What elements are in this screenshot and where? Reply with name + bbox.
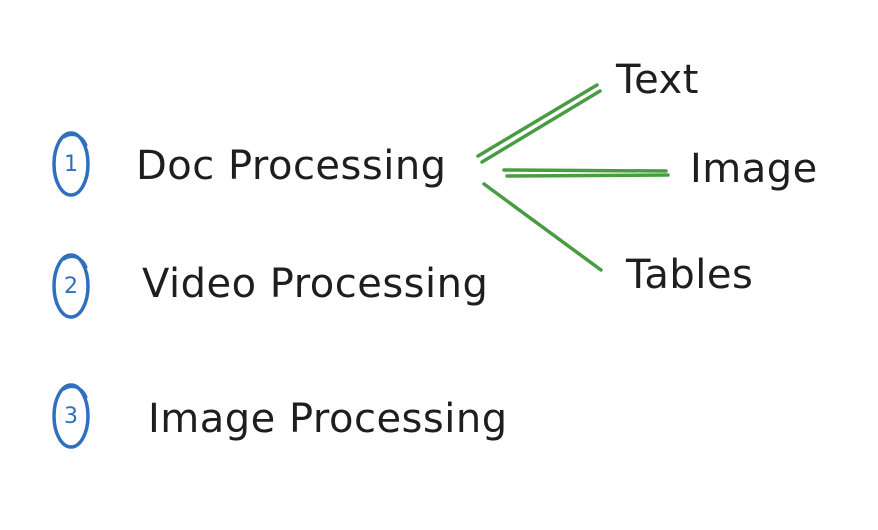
connector-to-image: [502, 168, 670, 178]
item-1-number: 1: [64, 151, 78, 177]
circle-icon: [52, 131, 90, 197]
item-2-number-badge: 2: [50, 253, 92, 319]
item-doc-processing: Doc Processing: [136, 143, 447, 189]
circle-icon: [52, 253, 90, 319]
circle-icon: [52, 383, 90, 449]
branch-tables: Tables: [626, 252, 754, 298]
connector-to-text: [476, 83, 602, 164]
branch-text: Text: [616, 57, 699, 103]
item-image-processing: Image Processing: [148, 396, 508, 442]
branch-image: Image: [690, 146, 818, 192]
item-3-number: 3: [64, 403, 78, 429]
connector-to-tables: [482, 182, 603, 272]
item-2-number: 2: [64, 273, 78, 299]
item-video-processing: Video Processing: [142, 261, 489, 307]
item-1-number-badge: 1: [50, 131, 92, 197]
item-3-number-badge: 3: [50, 383, 92, 449]
